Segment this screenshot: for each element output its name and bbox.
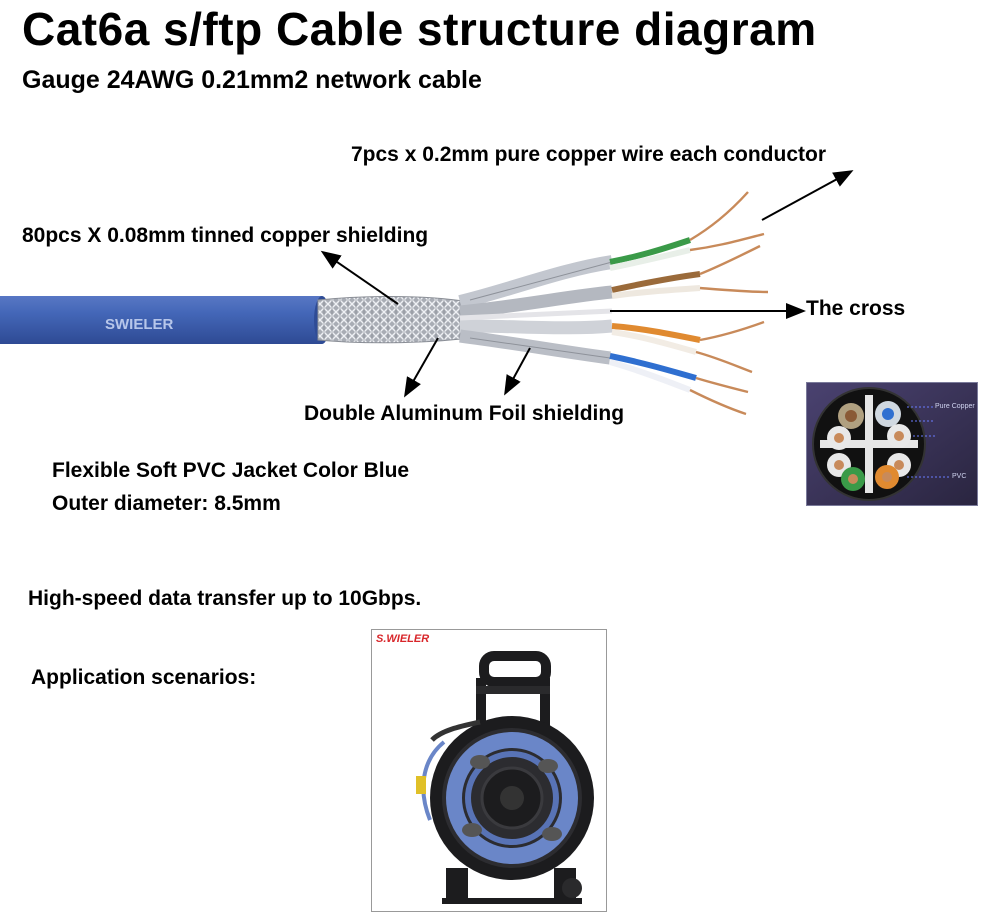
- cable-reel-drawing: [416, 651, 594, 904]
- label-cross: The cross: [806, 297, 906, 320]
- cross-section-drawing: [807, 383, 977, 505]
- cross-section-image: Pure Copper PVC: [806, 382, 978, 506]
- page-subtitle: Gauge 24AWG 0.21mm2 network cable: [22, 66, 482, 94]
- pair-orange: [611, 323, 701, 355]
- label-diameter: Outer diameter: 8.5mm: [52, 492, 281, 515]
- label-foil: Double Aluminum Foil shielding: [304, 402, 625, 425]
- pair-brown: [611, 271, 701, 299]
- label-conductor: 7pcs x 0.2mm pure copper wire each condu…: [351, 143, 826, 166]
- arrow-shielding: [320, 250, 399, 305]
- pair-blue: [609, 353, 697, 393]
- arrow-foil-left: [404, 337, 439, 398]
- foil-pairs: [458, 255, 614, 365]
- cable-print: SWIELER: [105, 316, 174, 333]
- cross-section-tag-pvc: PVC: [952, 473, 967, 480]
- cable-reel-image: S.WIELER: [371, 629, 607, 912]
- outer-jacket: [0, 296, 322, 344]
- cross-section-tag-copper: Pure Copper: [935, 403, 975, 410]
- page-title: Cat6a s/ftp Cable structure diagram: [22, 3, 817, 55]
- reel-brand-logo: S.WIELER: [376, 633, 430, 645]
- label-speed: High-speed data transfer up to 10Gbps.: [28, 587, 422, 610]
- cross-separator: [459, 308, 613, 321]
- braided-shield: [317, 296, 471, 344]
- label-shielding: 80pcs X 0.08mm tinned copper shielding: [22, 224, 429, 247]
- pair-green: [609, 237, 691, 271]
- arrow-conductor: [761, 170, 854, 221]
- arrow-foil-right: [504, 347, 531, 396]
- label-jacket: Flexible Soft PVC Jacket Color Blue: [52, 459, 410, 482]
- copper-conductors: [689, 191, 769, 416]
- label-application: Application scenarios:: [31, 666, 257, 689]
